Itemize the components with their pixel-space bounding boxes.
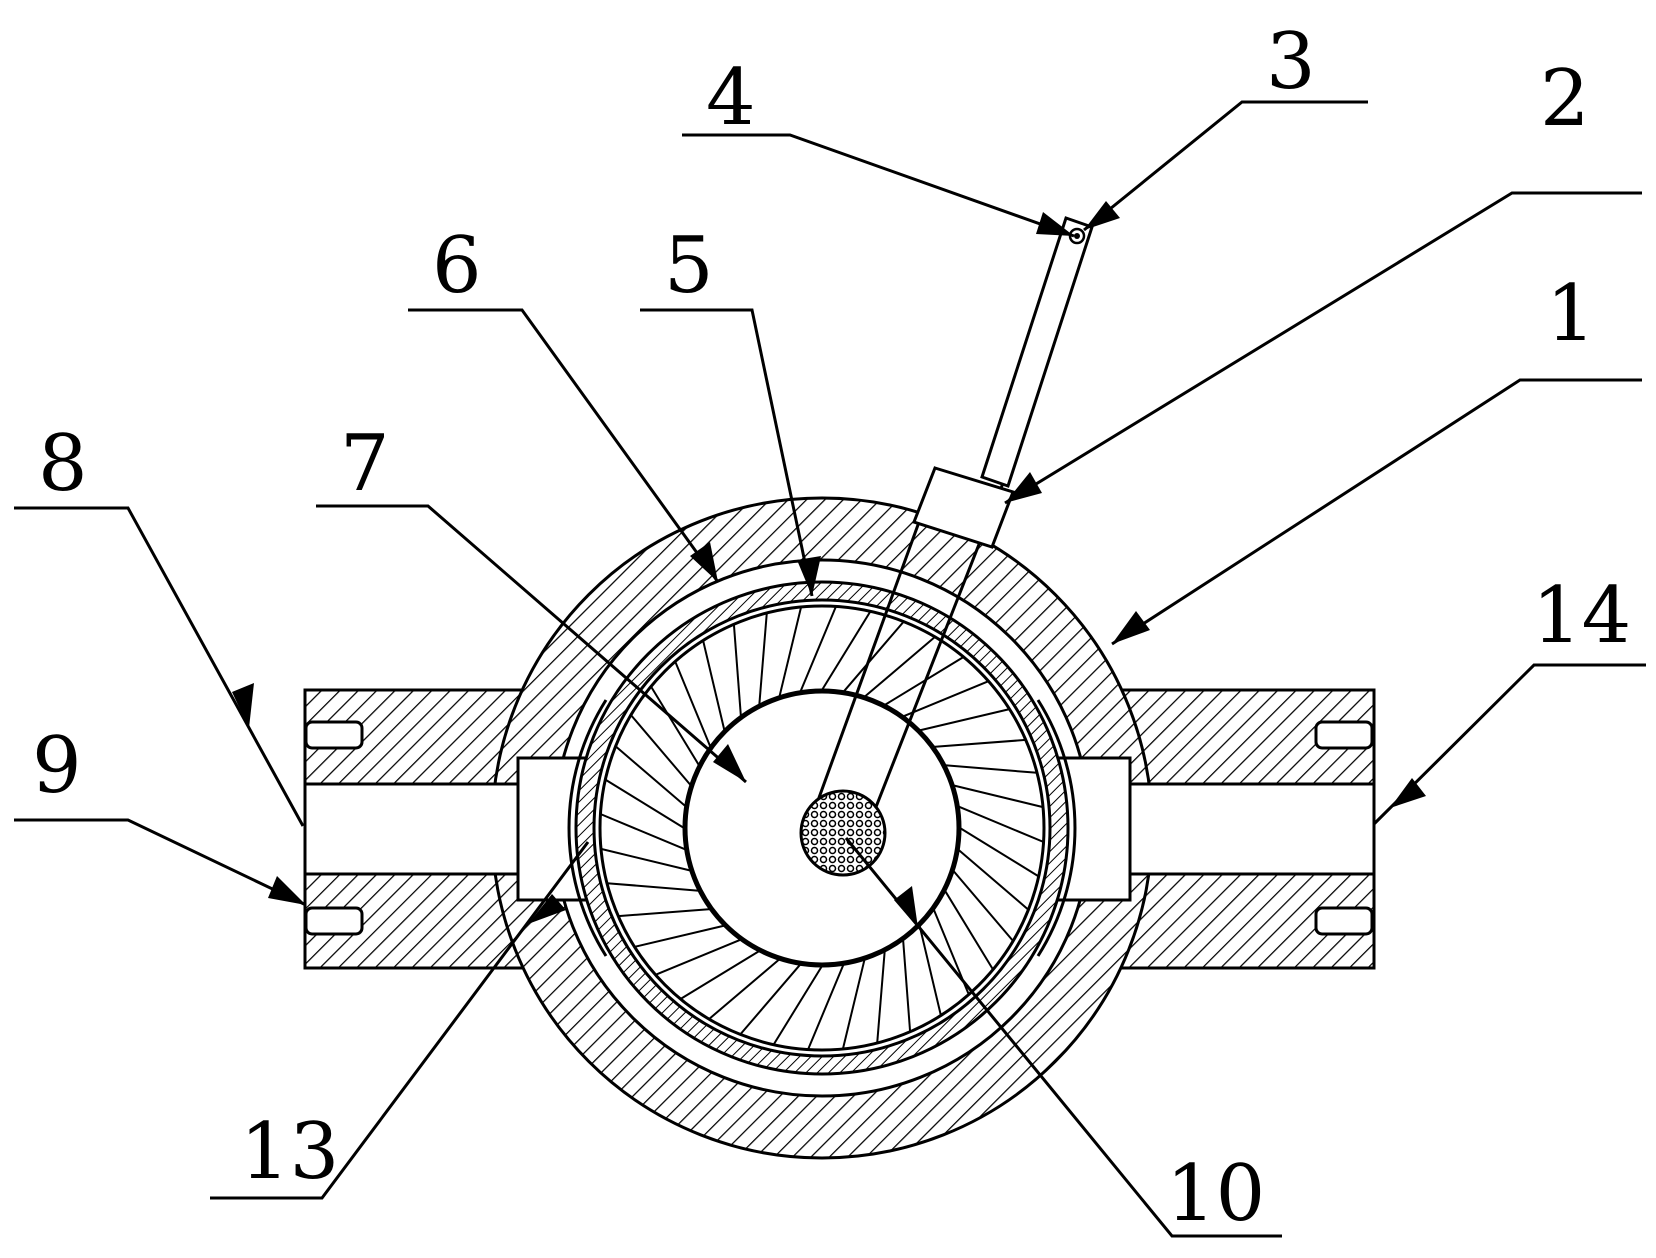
blade bbox=[674, 661, 712, 748]
blade bbox=[841, 958, 866, 1050]
blade bbox=[807, 963, 845, 1050]
blade bbox=[944, 764, 1038, 774]
blade bbox=[772, 965, 823, 1046]
bolt-slot-left-top bbox=[304, 720, 364, 750]
blade bbox=[778, 606, 803, 698]
label-9: 9 bbox=[32, 721, 82, 811]
blade bbox=[902, 939, 912, 1032]
part-labels: 1 2 3 4 5 6 7 8 9 10 13 14 bbox=[32, 17, 1631, 1239]
stem-assembly bbox=[806, 216, 1094, 836]
blade bbox=[739, 963, 802, 1036]
label-6: 6 bbox=[432, 221, 482, 311]
blade bbox=[957, 848, 1030, 911]
blade bbox=[650, 685, 700, 766]
blade bbox=[952, 869, 1014, 942]
blade bbox=[918, 925, 942, 1016]
bolt-slot-right-bottom bbox=[1314, 906, 1374, 936]
blade bbox=[933, 738, 1026, 748]
label-13: 13 bbox=[240, 1107, 339, 1197]
blade bbox=[606, 882, 700, 892]
blade bbox=[944, 890, 994, 971]
blade bbox=[758, 612, 768, 706]
blade bbox=[679, 950, 760, 1000]
leader-lines bbox=[14, 100, 1646, 1238]
label-3: 3 bbox=[1266, 17, 1316, 107]
blade bbox=[600, 847, 692, 872]
blade bbox=[600, 813, 687, 851]
blade bbox=[957, 805, 1044, 843]
label-7: 7 bbox=[340, 419, 390, 509]
label-2: 2 bbox=[1540, 54, 1590, 144]
label-10: 10 bbox=[1166, 1149, 1265, 1239]
blade bbox=[821, 610, 872, 691]
label-8: 8 bbox=[38, 419, 88, 509]
blade bbox=[708, 958, 781, 1020]
bolt-slot-right-top bbox=[1314, 720, 1374, 750]
blade bbox=[902, 680, 989, 718]
blades bbox=[600, 606, 1044, 1050]
handle-bar bbox=[980, 216, 1094, 488]
filter-core bbox=[799, 789, 887, 877]
label-1: 1 bbox=[1546, 269, 1596, 359]
label-4: 4 bbox=[706, 53, 756, 143]
blade bbox=[630, 714, 692, 787]
label-14: 14 bbox=[1532, 571, 1631, 661]
blade bbox=[614, 745, 687, 808]
blade bbox=[634, 924, 725, 948]
blade bbox=[732, 624, 742, 717]
blade bbox=[618, 908, 711, 918]
blade bbox=[799, 606, 837, 693]
stem-collar bbox=[912, 466, 1015, 549]
blade bbox=[655, 938, 742, 976]
blade bbox=[959, 827, 1040, 878]
blade bbox=[863, 636, 936, 698]
blade bbox=[702, 640, 726, 731]
label-5: 5 bbox=[664, 221, 714, 311]
blade bbox=[604, 778, 685, 829]
blade bbox=[919, 708, 1010, 732]
blade bbox=[952, 784, 1044, 809]
blade bbox=[876, 950, 886, 1044]
blade bbox=[842, 620, 905, 693]
bolt-slot-left-bottom bbox=[304, 906, 364, 936]
